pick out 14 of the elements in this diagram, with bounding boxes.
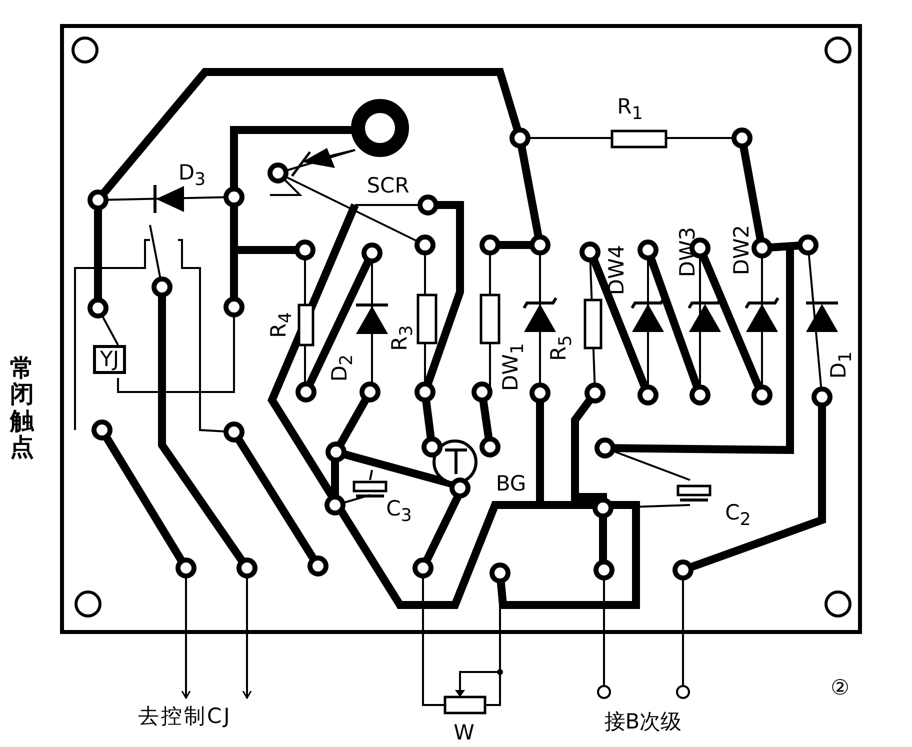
component-label: W	[454, 722, 474, 744]
output-label: 去控制CJ	[138, 702, 232, 730]
component-label: SCR	[366, 176, 410, 196]
component-label: DW2	[732, 224, 752, 276]
figure-number: ②	[830, 678, 850, 698]
component-label: DW4	[606, 244, 628, 296]
component-label: C$_{3}$	[386, 498, 412, 526]
component-label: D$_{3}$	[178, 162, 206, 190]
component-label: BG	[496, 474, 526, 494]
side-label: 常闭触点	[10, 355, 34, 461]
terminal-label: 接B次级	[604, 712, 682, 732]
relay-label: YJ	[93, 345, 126, 374]
component-label: R$_{1}$	[617, 96, 643, 124]
component-label: C$_{2}$	[725, 502, 751, 530]
